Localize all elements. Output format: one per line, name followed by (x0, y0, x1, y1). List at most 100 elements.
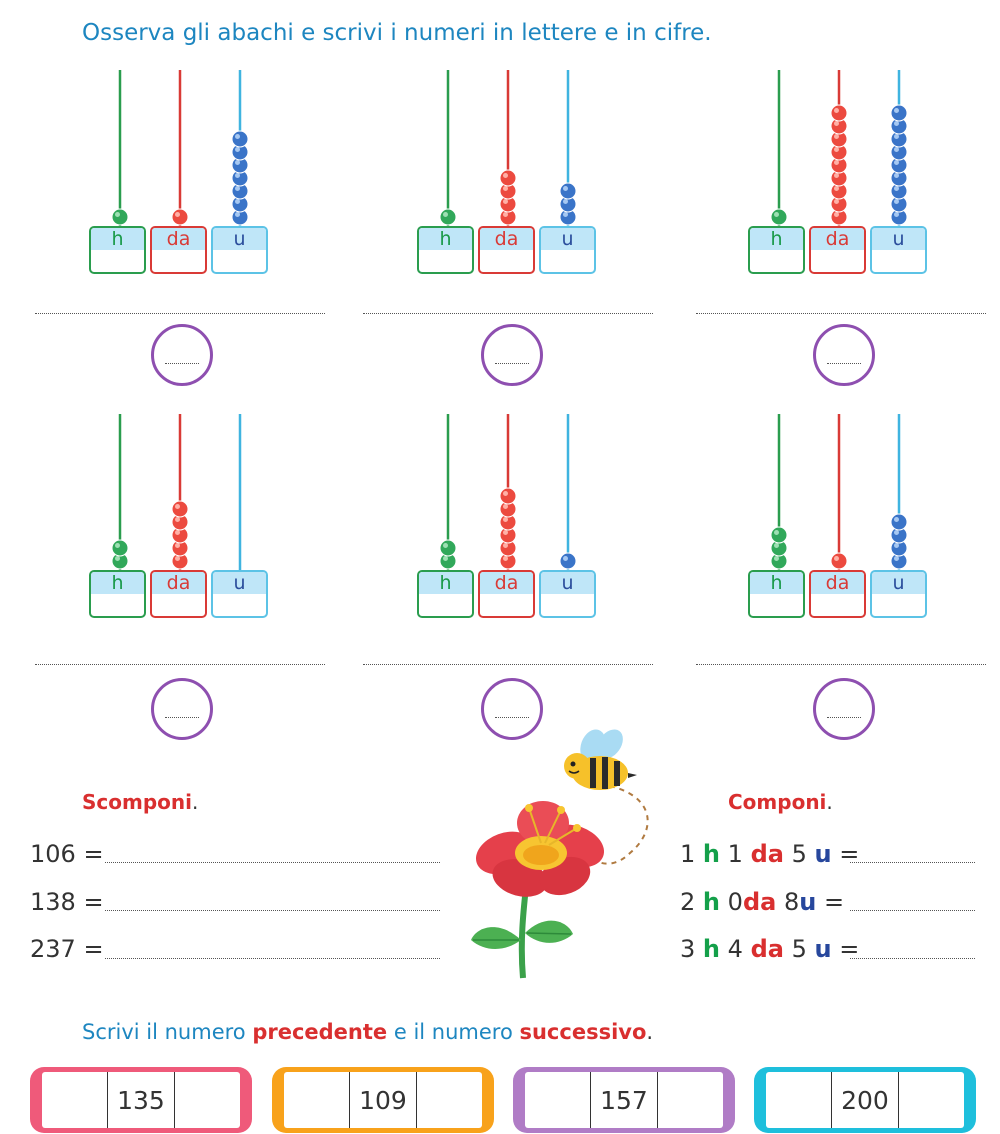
digits-answer-circle[interactable] (481, 324, 543, 386)
given-number-cell: 157 (590, 1072, 658, 1128)
place-label-h: h (91, 572, 144, 594)
words-answer-line[interactable] (696, 664, 986, 665)
bead-highlight (834, 199, 839, 204)
bead-highlight (175, 517, 180, 522)
answer-line[interactable] (105, 862, 440, 863)
previous-number-cell[interactable] (42, 1072, 107, 1128)
place-box-da[interactable]: da (478, 226, 535, 274)
bead-highlight (894, 108, 899, 113)
bead-highlight (503, 543, 508, 548)
next-number-cell[interactable] (417, 1072, 482, 1128)
place-box-h[interactable]: h (417, 570, 474, 618)
place-box-u[interactable]: u (539, 226, 596, 274)
place-label-u: u (213, 572, 266, 594)
place-box-h[interactable]: h (89, 570, 146, 618)
bead-highlight (834, 134, 839, 139)
place-box-u[interactable]: u (870, 570, 927, 618)
bead-u (890, 513, 908, 531)
digits-answer-line (165, 717, 199, 718)
answer-line[interactable] (850, 862, 975, 863)
bead-highlight (115, 212, 120, 217)
place-box-h[interactable]: h (417, 226, 474, 274)
bead-highlight (774, 212, 779, 217)
bead-h (439, 208, 457, 226)
scomponi-title: Scomponi. (82, 790, 199, 814)
next-number-cell[interactable] (658, 1072, 723, 1128)
bead-highlight (834, 121, 839, 126)
bead-highlight (115, 543, 120, 548)
place-box-h[interactable]: h (748, 570, 805, 618)
words-answer-line[interactable] (363, 664, 653, 665)
place-box-h[interactable]: h (748, 226, 805, 274)
digits-answer-line (165, 363, 199, 364)
place-label-h: h (419, 572, 472, 594)
bead-highlight (894, 530, 899, 535)
answer-line[interactable] (850, 910, 975, 911)
words-answer-line[interactable] (363, 313, 653, 314)
bead-highlight (503, 517, 508, 522)
answer-line[interactable] (105, 910, 440, 911)
place-box-u[interactable]: u (539, 570, 596, 618)
bead-highlight (235, 199, 240, 204)
place-label-u: u (872, 228, 925, 250)
previous-number-cell[interactable] (766, 1072, 831, 1128)
bead-highlight (503, 186, 508, 191)
bead-u (231, 130, 249, 148)
next-number-cell[interactable] (175, 1072, 240, 1128)
strip-cells: 200 (766, 1072, 964, 1128)
digits-answer-circle[interactable] (481, 678, 543, 740)
bead-highlight (175, 212, 180, 217)
bead-highlight (834, 186, 839, 191)
place-box-u[interactable]: u (211, 226, 268, 274)
place-box-u[interactable]: u (870, 226, 927, 274)
digits-answer-circle[interactable] (151, 678, 213, 740)
digits-answer-circle[interactable] (813, 678, 875, 740)
bead-highlight (563, 556, 568, 561)
abacus-rods (439, 414, 577, 570)
digits-answer-circle[interactable] (151, 324, 213, 386)
digits-answer-line (827, 363, 861, 364)
bead-highlight (774, 556, 779, 561)
place-box-da[interactable]: da (150, 226, 207, 274)
previous-number-cell[interactable] (525, 1072, 590, 1128)
instruction-title: Osserva gli abachi e scrivi i numeri in … (82, 20, 712, 46)
scomponi-row: 106 = (30, 840, 104, 868)
bead-highlight (834, 160, 839, 165)
bead-da (830, 104, 848, 122)
bead-da (499, 169, 517, 187)
words-answer-line[interactable] (35, 313, 325, 314)
bead-highlight (503, 212, 508, 217)
strip-cells: 135 (42, 1072, 240, 1128)
bead-da (499, 487, 517, 505)
bead-highlight (235, 212, 240, 217)
abacus-rods (439, 70, 577, 226)
bead-highlight (894, 121, 899, 126)
words-answer-line[interactable] (696, 313, 986, 314)
place-label-u: u (213, 228, 266, 250)
bead-highlight (175, 504, 180, 509)
digits-answer-circle[interactable] (813, 324, 875, 386)
place-box-da[interactable]: da (478, 570, 535, 618)
answer-line[interactable] (105, 958, 440, 959)
digits-answer-line (827, 717, 861, 718)
bead-highlight (834, 147, 839, 152)
number-strip: 135 (30, 1067, 252, 1133)
place-box-da[interactable]: da (150, 570, 207, 618)
previous-number-cell[interactable] (284, 1072, 349, 1128)
place-box-u[interactable]: u (211, 570, 268, 618)
words-answer-line[interactable] (35, 664, 325, 665)
next-number-cell[interactable] (899, 1072, 964, 1128)
answer-line[interactable] (850, 958, 975, 959)
sequence-title: Scrivi il numero precedente e il numero … (82, 1020, 654, 1044)
place-label-u: u (541, 572, 594, 594)
bead-highlight (894, 199, 899, 204)
place-label-da: da (811, 572, 864, 594)
place-box-da[interactable]: da (809, 226, 866, 274)
place-box-da[interactable]: da (809, 570, 866, 618)
place-box-h[interactable]: h (89, 226, 146, 274)
number-strip: 157 (513, 1067, 735, 1133)
bead-highlight (894, 543, 899, 548)
